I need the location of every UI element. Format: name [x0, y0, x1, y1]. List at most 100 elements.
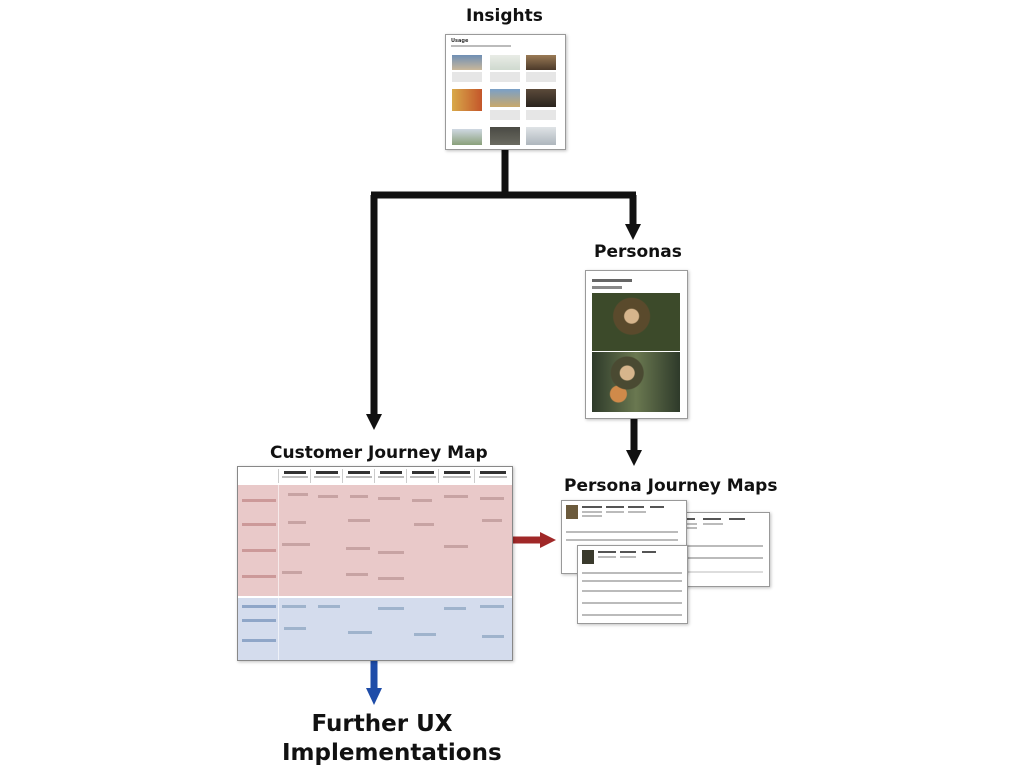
cjm-row-label	[242, 605, 276, 608]
cjm-cell	[480, 605, 504, 608]
mini-heading	[598, 551, 616, 553]
insights-thumbnail-subtitle	[451, 45, 511, 47]
cjm-row-label	[242, 619, 276, 622]
mini-text	[659, 557, 763, 559]
cjm-stage-header	[342, 469, 375, 483]
personas-thumbnail	[585, 270, 688, 419]
cjm-row-label	[242, 549, 276, 552]
insight-text	[490, 72, 520, 82]
mini-text	[582, 614, 682, 616]
arrowhead-blue	[366, 688, 382, 705]
mini-heading	[642, 551, 656, 553]
insight-photo	[526, 89, 556, 107]
cjm-red-band	[238, 485, 512, 596]
mini-text	[582, 580, 682, 582]
cjm-cell	[288, 493, 308, 496]
cjm-cell	[482, 635, 504, 638]
insights-label: Insights	[466, 6, 543, 26]
cjm-cell	[480, 497, 504, 500]
mini-text	[598, 556, 616, 558]
insight-text	[526, 72, 556, 82]
personas-label: Personas	[594, 242, 682, 262]
further-ux-label: Further UX Implementations	[282, 711, 502, 766]
mini-text	[628, 511, 646, 513]
cjm-stage-header	[278, 469, 311, 483]
cjm-cell	[318, 605, 340, 608]
cjm-cell	[350, 495, 368, 498]
cjm-stage-header	[474, 469, 511, 483]
cjm-row-label	[242, 523, 276, 526]
cjm-stage-header	[438, 469, 475, 483]
cjm-cell	[282, 571, 302, 574]
cjm-cell	[348, 631, 372, 634]
persona-journey-map-thumbnail	[577, 545, 688, 624]
mini-text	[659, 571, 763, 573]
cjm-stage-header	[374, 469, 407, 483]
customer-journey-map-thumbnail	[237, 466, 513, 661]
insight-text	[490, 110, 520, 120]
insight-photo	[452, 55, 482, 70]
arrowhead-pjm	[626, 450, 642, 466]
cjm-cell	[444, 495, 468, 498]
mini-heading	[628, 506, 644, 508]
mini-text	[703, 523, 723, 525]
cjm-cell	[444, 545, 468, 548]
cjm-cell	[414, 633, 436, 636]
mini-heading	[703, 518, 721, 520]
insight-photo	[490, 89, 520, 107]
mini-text	[620, 556, 636, 558]
cjm-cell	[412, 499, 432, 502]
cjm-row-label	[242, 499, 276, 502]
mini-heading	[620, 551, 636, 553]
cjm-cell	[348, 519, 370, 522]
insights-thumbnail-title: Usage	[451, 38, 469, 44]
cjm-cell	[282, 605, 306, 608]
persona-mini-photo	[566, 505, 578, 519]
cjm-blue-band	[238, 598, 512, 660]
mini-text	[659, 545, 763, 547]
insight-photo	[526, 127, 556, 145]
arrowhead-personas	[625, 224, 641, 240]
cjm-cell	[414, 523, 434, 526]
insight-photo	[490, 127, 520, 145]
mini-text	[566, 539, 678, 541]
cjm-cell	[346, 573, 368, 576]
cjm-stage-header	[406, 469, 439, 483]
mini-text	[582, 515, 602, 517]
cjm-row-label	[242, 639, 276, 642]
mini-text	[582, 572, 682, 574]
cjm-cell	[318, 495, 338, 498]
cjm-cell	[378, 497, 400, 500]
insight-text	[452, 72, 482, 82]
cjm-cell	[282, 543, 310, 546]
cjm-cell	[288, 521, 306, 524]
arrowhead-red	[540, 532, 556, 548]
cjm-cell	[378, 577, 404, 580]
personas-thumbnail-subtitle	[592, 286, 622, 289]
insight-photo	[526, 55, 556, 70]
mini-heading	[650, 506, 664, 508]
cjm-cell	[284, 627, 306, 630]
persona-photo	[592, 352, 680, 412]
cjm-cell	[482, 519, 502, 522]
mini-text	[566, 531, 678, 533]
arrowhead-cjm	[366, 414, 382, 430]
insight-text	[526, 110, 556, 120]
mini-heading	[582, 506, 602, 508]
mini-heading	[729, 518, 745, 520]
personas-thumbnail-title	[592, 279, 632, 282]
persona-mini-photo	[582, 550, 594, 564]
cjm-cell	[346, 547, 370, 550]
insight-photo	[490, 55, 520, 70]
insight-photo	[452, 89, 482, 111]
persona-journey-maps-label: Persona Journey Maps	[564, 476, 778, 496]
mini-heading	[606, 506, 624, 508]
mini-text	[606, 511, 624, 513]
persona-photo	[592, 293, 680, 351]
mini-text	[582, 590, 682, 592]
mini-text	[582, 602, 682, 604]
mini-text	[582, 511, 602, 513]
cjm-cell	[378, 551, 404, 554]
cjm-stage-header	[310, 469, 343, 483]
